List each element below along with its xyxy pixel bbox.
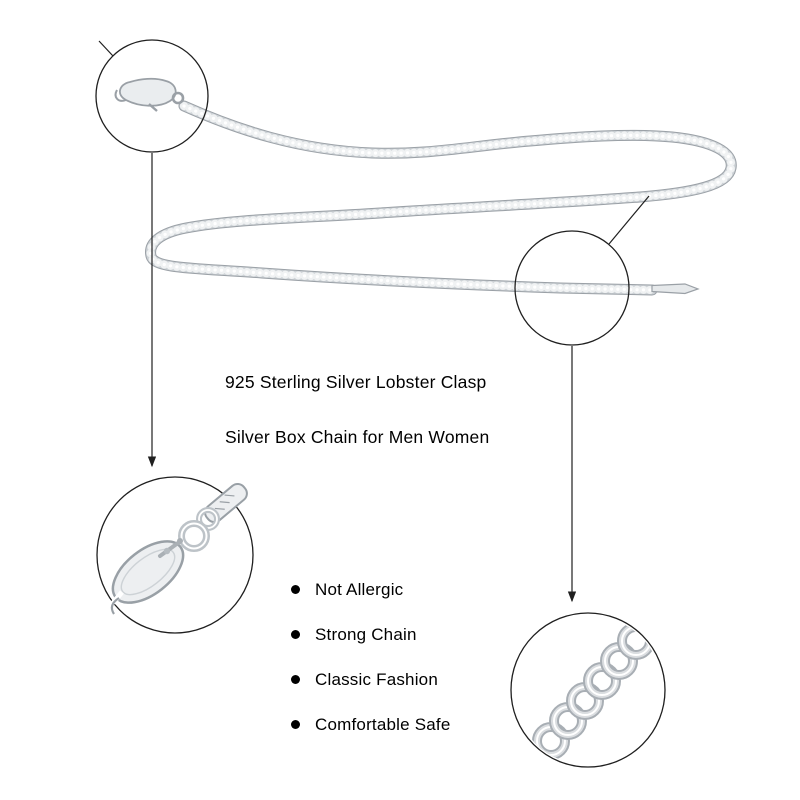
- bullet-icon: [291, 585, 300, 594]
- clasp-body: [119, 77, 177, 107]
- feature-item: Classic Fashion: [291, 670, 451, 689]
- lobster-clasp-small: [114, 77, 185, 112]
- bullet-icon: [291, 675, 300, 684]
- silver-chain: [145, 100, 737, 296]
- feature-label: Classic Fashion: [315, 669, 438, 689]
- bullet-icon: [291, 720, 300, 729]
- clasp-zoom-pivot: [163, 547, 171, 555]
- bullet-icon: [291, 630, 300, 639]
- chain-end-tag: [651, 283, 700, 295]
- ring-highlight: [198, 509, 218, 529]
- ring-highlight: [180, 522, 208, 550]
- clasp-zoom-body-inner: [120, 548, 176, 596]
- clasp-trigger: [148, 103, 158, 112]
- feature-label: Comfortable Safe: [315, 714, 451, 734]
- clasp-tag: [204, 482, 248, 524]
- callout-circle-clasp: [95, 39, 209, 153]
- clasp-zoom-trigger-knob: [177, 538, 183, 544]
- product-title-line2: Silver Box Chain for Men Women: [225, 427, 490, 447]
- tag-engraving: [214, 507, 225, 510]
- chain-links-zoom: [532, 622, 655, 760]
- callout-circle-links-zoom: [510, 612, 666, 768]
- tag-engraving: [224, 494, 235, 497]
- feature-label: Strong Chain: [315, 624, 417, 644]
- clasp-zoom-hook-tip: [110, 597, 120, 615]
- feature-item: Comfortable Safe: [291, 715, 451, 734]
- tag-engraving: [219, 501, 230, 504]
- feature-item: Not Allergic: [291, 580, 451, 599]
- chain-links: [146, 102, 736, 294]
- product-title-line1: 925 Sterling Silver Lobster Clasp: [225, 372, 487, 392]
- callout-circle-chain-end: [514, 230, 630, 346]
- chain-highlight: [148, 104, 733, 292]
- lobster-clasp-zoom: [110, 482, 248, 615]
- feature-label: Not Allergic: [315, 579, 404, 599]
- leader-line-chain-end: [608, 195, 650, 245]
- zoom-link: [617, 622, 655, 660]
- callout-circle-clasp-zoom: [96, 476, 254, 634]
- feature-list: Not Allergic Strong Chain Classic Fashio…: [291, 580, 451, 760]
- clasp-ring: [171, 91, 185, 105]
- clasp-hook-tip: [114, 89, 127, 102]
- leader-line-top-left: [98, 40, 114, 57]
- feature-item: Strong Chain: [291, 625, 451, 644]
